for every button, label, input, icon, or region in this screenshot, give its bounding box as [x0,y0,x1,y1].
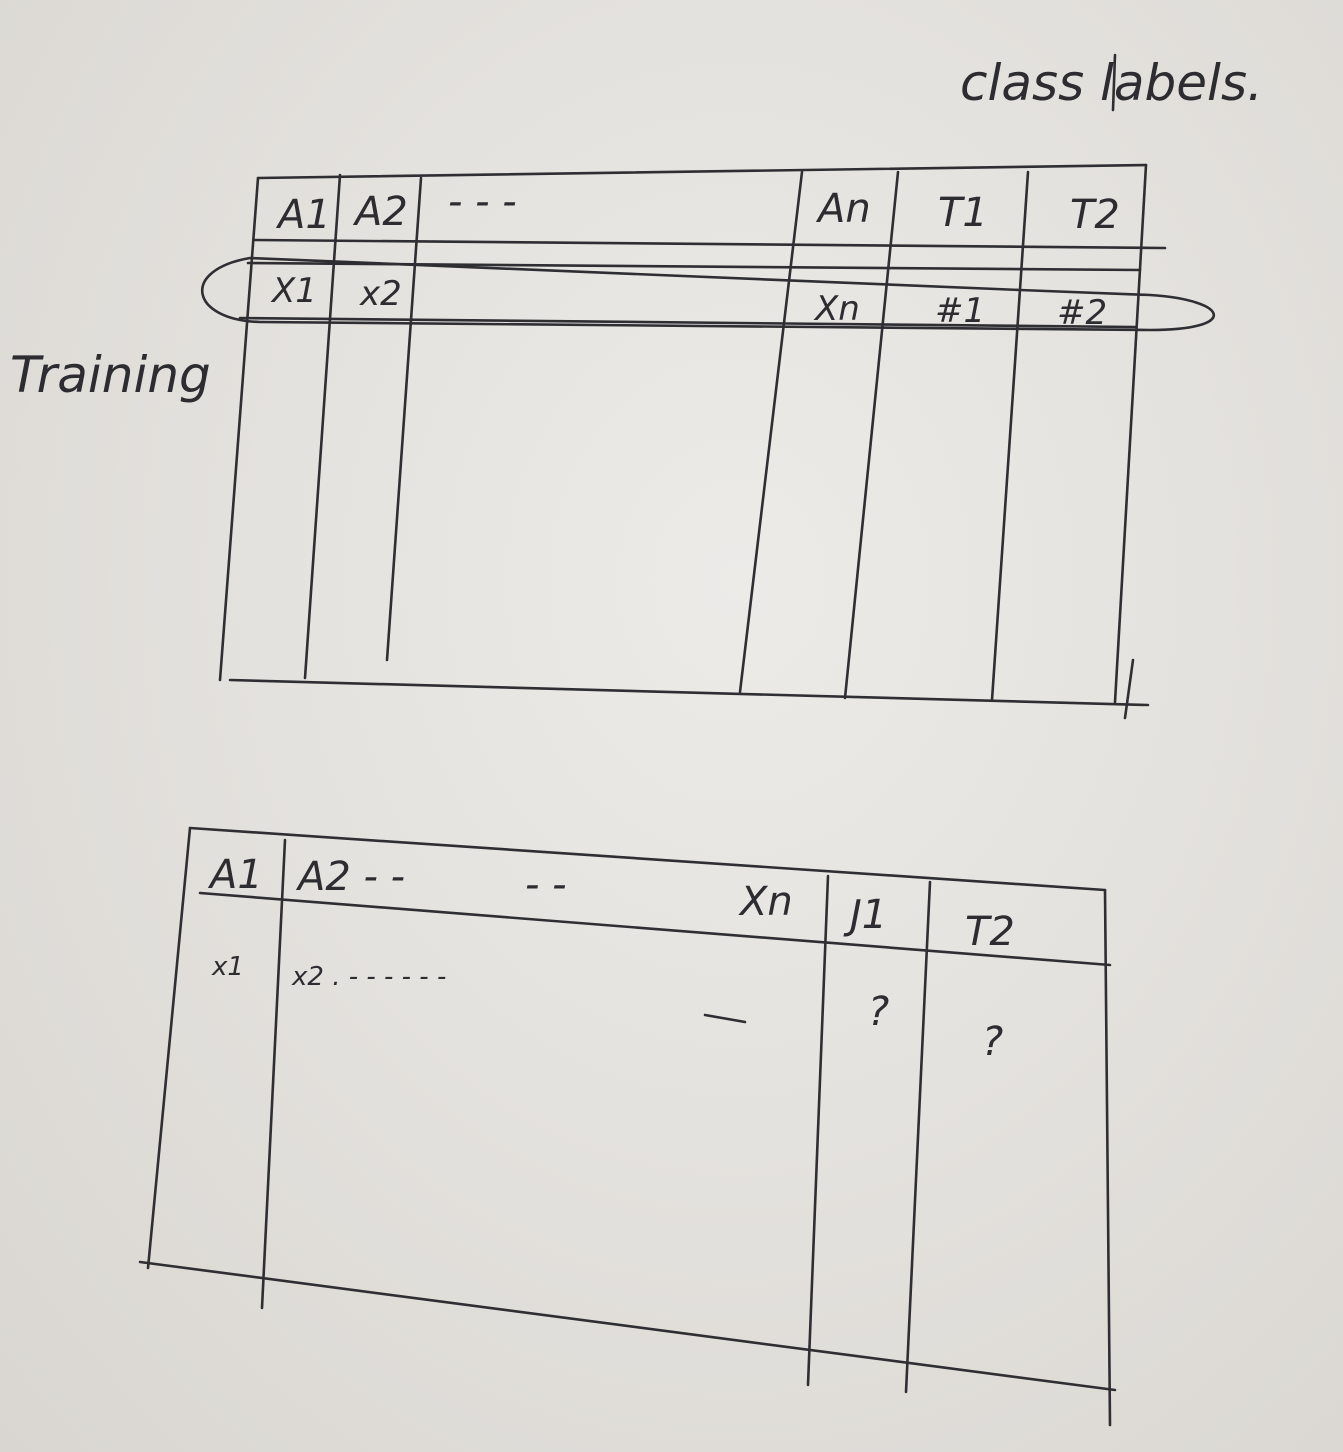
training-table: A1 A2 - - - An T1 T2 X1 x2 Xn #1 #2 [201,163,1216,720]
test-header-xn: Xn [738,879,793,925]
test-header-line [198,891,1112,967]
training-header-a2: A2 [352,189,408,235]
test-cell-x1: x1 [211,952,244,982]
training-col-line [843,170,900,700]
test-header-ellipsis: - - [525,862,567,908]
test-header-a1: A1 [207,852,263,898]
training-bottom-border [228,678,1150,707]
training-header-a1: A1 [275,192,331,238]
training-header-line [253,238,1167,250]
training-col-line [990,170,1030,702]
training-col-line [218,176,260,682]
training-cell-x1: X1 [270,271,317,311]
training-cell-label1: #1 [935,291,985,331]
test-unknown-t2: ? [982,1019,1003,1065]
training-col-line [385,176,423,662]
training-row-line [238,316,1137,329]
training-cell-label2: #2 [1057,293,1107,333]
training-col-line [1113,163,1148,704]
training-cell-xn: Xn [813,289,860,329]
training-col-line [303,173,342,680]
training-header-an: An [815,186,871,232]
training-cell-x2: x2 [359,274,402,314]
test-col-line [806,874,830,1387]
test-cell-x2-dashes: x2 . - - - - - - [291,962,446,992]
test-header-j1: J1 [843,892,887,938]
title-separator [1111,53,1117,112]
test-header-a2: A2 - - [295,854,405,900]
test-top-border [188,826,1107,892]
training-col-line [738,170,804,694]
test-table: A1 A2 - - - - Xn J1 T2 x1 x2 . - - - - -… [138,826,1117,1427]
class-labels-title: class labels. [960,54,1263,112]
test-unknown-t1: ? [868,989,889,1035]
training-header-ellipsis: - - - [448,179,517,225]
test-header-t2: T2 [965,909,1015,955]
test-bottom-border [138,1260,1117,1392]
test-col-line [904,880,932,1394]
training-top-border [256,163,1148,180]
test-col-line [146,826,192,1270]
training-header-t2: T2 [1070,192,1120,238]
test-col-line [1103,888,1112,1427]
test-row-dash [703,1013,747,1024]
training-label: Training [10,346,211,404]
training-header-t1: T1 [938,190,988,236]
training-corner-tick [1123,658,1135,720]
test-col-line [260,838,287,1310]
